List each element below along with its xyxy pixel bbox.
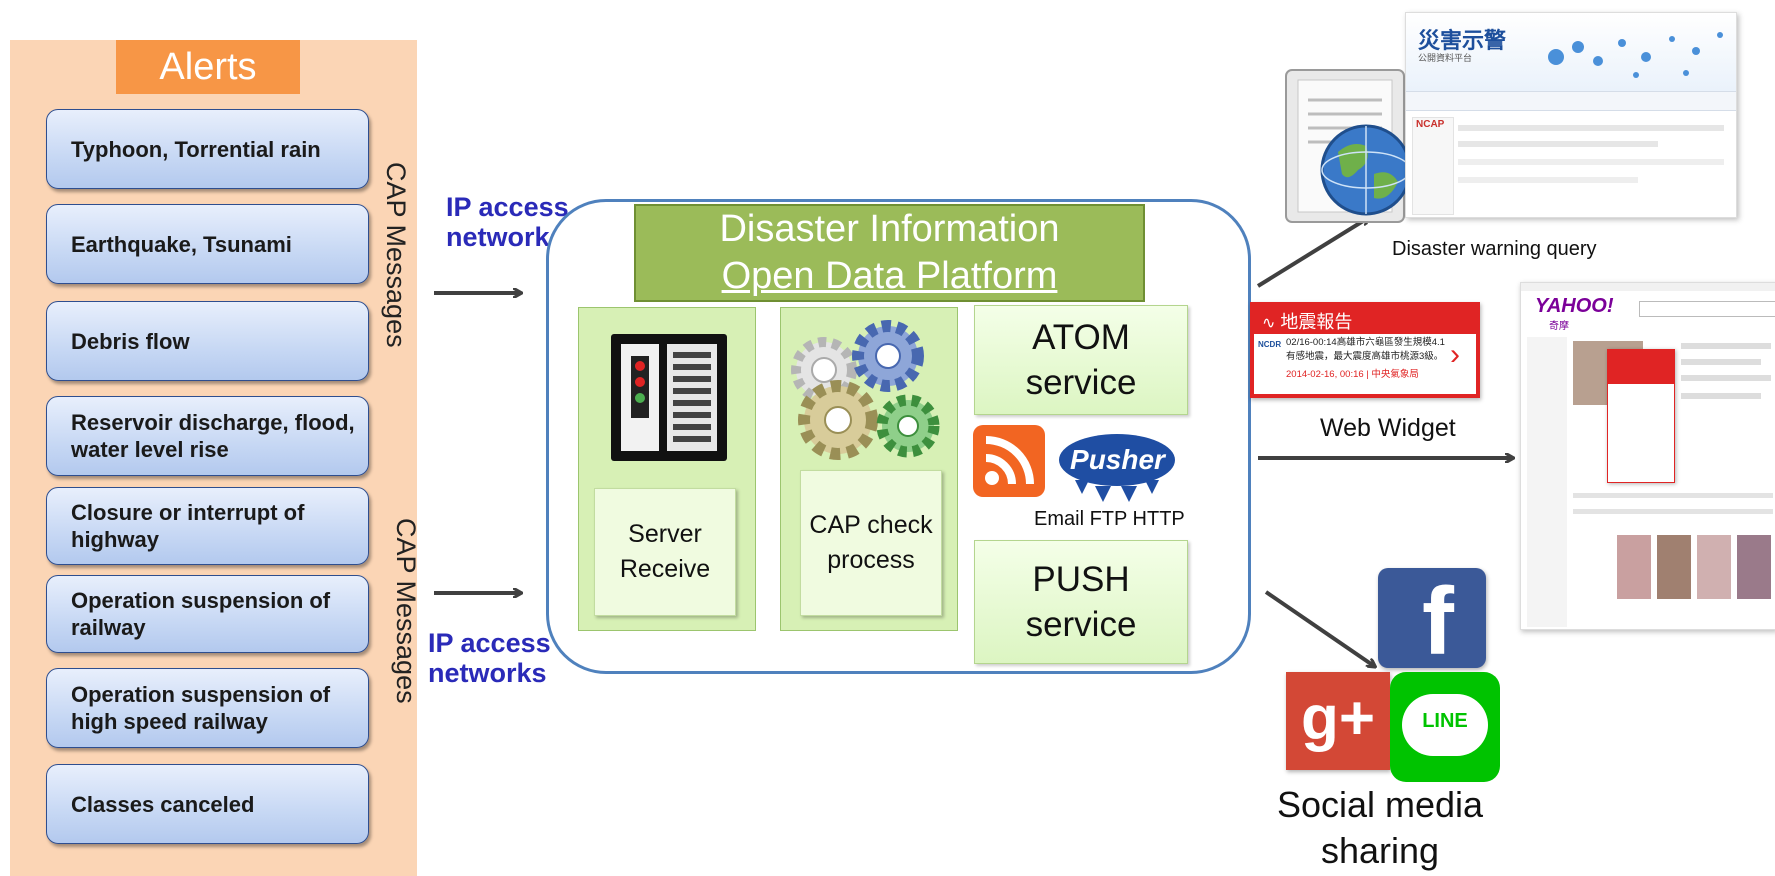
social-caption-line2: sharing: [1320, 830, 1440, 871]
platform-title: Disaster Information Open Data Platform: [634, 204, 1145, 302]
yahoo-line: [1681, 393, 1761, 399]
pusher-logo-shape: [1059, 434, 1175, 502]
site-nav: [1406, 91, 1736, 111]
widget-title-text: 地震報告: [1280, 312, 1353, 332]
alerts-title: Alerts: [116, 40, 300, 94]
popup-header: [1608, 350, 1674, 384]
line-app-icon: LINE: [1390, 672, 1500, 782]
platform-title-line2: Open Data Platform: [721, 255, 1058, 297]
server-receive-box: Server Receive: [594, 488, 736, 616]
site-line: [1458, 125, 1724, 131]
site-header: [1406, 13, 1736, 91]
ip-access-line2: networks: [428, 658, 547, 688]
cap-check-box: CAP check process: [800, 470, 942, 616]
ip-access-label-top: IP access networks: [446, 192, 569, 252]
pusher-logo-text: Pusher: [1070, 444, 1165, 475]
google-plus-icon: g+: [1286, 672, 1390, 770]
social-caption-line1: Social media: [1276, 784, 1484, 825]
yahoo-sidebar: [1527, 337, 1567, 627]
alert-item-reservoir: Reservoir discharge, flood, water level …: [46, 396, 369, 476]
site-logo: NCAP: [1416, 119, 1445, 130]
alert-item-typhoon: Typhoon, Torrential rain: [46, 109, 369, 189]
yahoo-topbar: [1521, 283, 1775, 291]
ip-access-line1: IP access: [428, 628, 551, 658]
disaster-warning-query-caption: Disaster warning query: [1392, 238, 1597, 260]
earthquake-widget: ∿ 地震報告 NCDR 02/16-00:14高雄市六龜區發生規模4.1有感地震…: [1250, 302, 1480, 398]
ip-access-line2: networks: [446, 222, 565, 252]
alert-item-classes-canceled: Classes canceled: [46, 764, 369, 844]
platform-title-line1: Disaster Information: [719, 208, 1060, 250]
pulse-icon: ∿: [1262, 315, 1276, 332]
line-app-text: LINE: [1422, 710, 1468, 732]
line-bubble: [1402, 694, 1488, 756]
site-title: 災害示警: [1418, 28, 1507, 53]
alert-item-debris-flow: Debris flow: [46, 301, 369, 381]
site-banner-dots: [1548, 32, 1723, 78]
yahoo-line: [1681, 343, 1771, 349]
rss-icon: [973, 425, 1045, 497]
yahoo-sub: 奇摩: [1549, 321, 1569, 332]
ip-access-line1: IP access: [446, 192, 569, 222]
widget-logo: NCDR: [1258, 340, 1282, 349]
yahoo-logo: YAHOO!: [1535, 295, 1614, 317]
yahoo-widget-popup: [1607, 349, 1675, 483]
site-subtitle: 公開資料平台: [1418, 53, 1473, 63]
cap-messages-label-top: CAP Messages: [381, 162, 411, 348]
yahoo-line: [1681, 375, 1771, 381]
arrow-out-query: [1256, 218, 1368, 288]
facebook-letter: f: [1422, 568, 1454, 675]
widget-date: 2014-02-16, 00:16 | 中央氣象局: [1286, 369, 1419, 380]
yahoo-product-image: [1697, 535, 1731, 599]
server-icon: [611, 334, 727, 461]
site-line: [1458, 159, 1724, 165]
arrow-out-social: [1264, 590, 1374, 666]
alert-item-high-speed-railway: Operation suspension of high speed railw…: [46, 668, 369, 748]
widget-title: ∿ 地震報告: [1262, 308, 1352, 334]
disaster-site-screenshot: 災害示警 公開資料平台 NCAP: [1405, 12, 1737, 218]
social-media-caption: Social media sharing: [1260, 782, 1500, 874]
push-service-box: PUSH service: [974, 540, 1188, 664]
yahoo-line: [1681, 359, 1761, 365]
ip-access-label-bottom: IP access networks: [428, 628, 551, 688]
widget-text: 02/16-00:14高雄市六龜區發生規模4.1有感地震，最大震度高雄市桃源3級…: [1286, 337, 1445, 362]
yahoo-page-screenshot: YAHOO! 奇摩: [1520, 282, 1775, 630]
yahoo-product-image: [1657, 535, 1691, 599]
site-sidebar: [1412, 117, 1454, 215]
yahoo-product-image: [1617, 535, 1651, 599]
pusher-logo: Pusher: [1055, 430, 1180, 510]
alert-item-earthquake: Earthquake, Tsunami: [46, 204, 369, 284]
alert-item-railway: Operation suspension of railway: [46, 575, 369, 653]
globe-icon: [1320, 124, 1412, 216]
yahoo-line: [1573, 509, 1773, 514]
yahoo-search-box: [1639, 301, 1775, 317]
gears-icon: [791, 320, 940, 460]
web-widget-caption: Web Widget: [1320, 414, 1456, 442]
widget-header: [1254, 306, 1476, 334]
yahoo-product-image: [1737, 535, 1771, 599]
site-line: [1458, 177, 1638, 183]
atom-service-box: ATOM service: [974, 305, 1188, 415]
yahoo-line: [1573, 493, 1773, 498]
google-plus-text: g+: [1300, 684, 1376, 753]
facebook-icon: f: [1378, 568, 1486, 675]
chevron-right-icon: ›: [1450, 338, 1460, 371]
alert-item-highway: Closure or interrupt of highway: [46, 487, 369, 565]
cap-messages-label-bottom: CAP Messages: [391, 518, 421, 704]
protocols-label: Email FTP HTTP: [1034, 508, 1185, 530]
site-line: [1458, 141, 1658, 147]
